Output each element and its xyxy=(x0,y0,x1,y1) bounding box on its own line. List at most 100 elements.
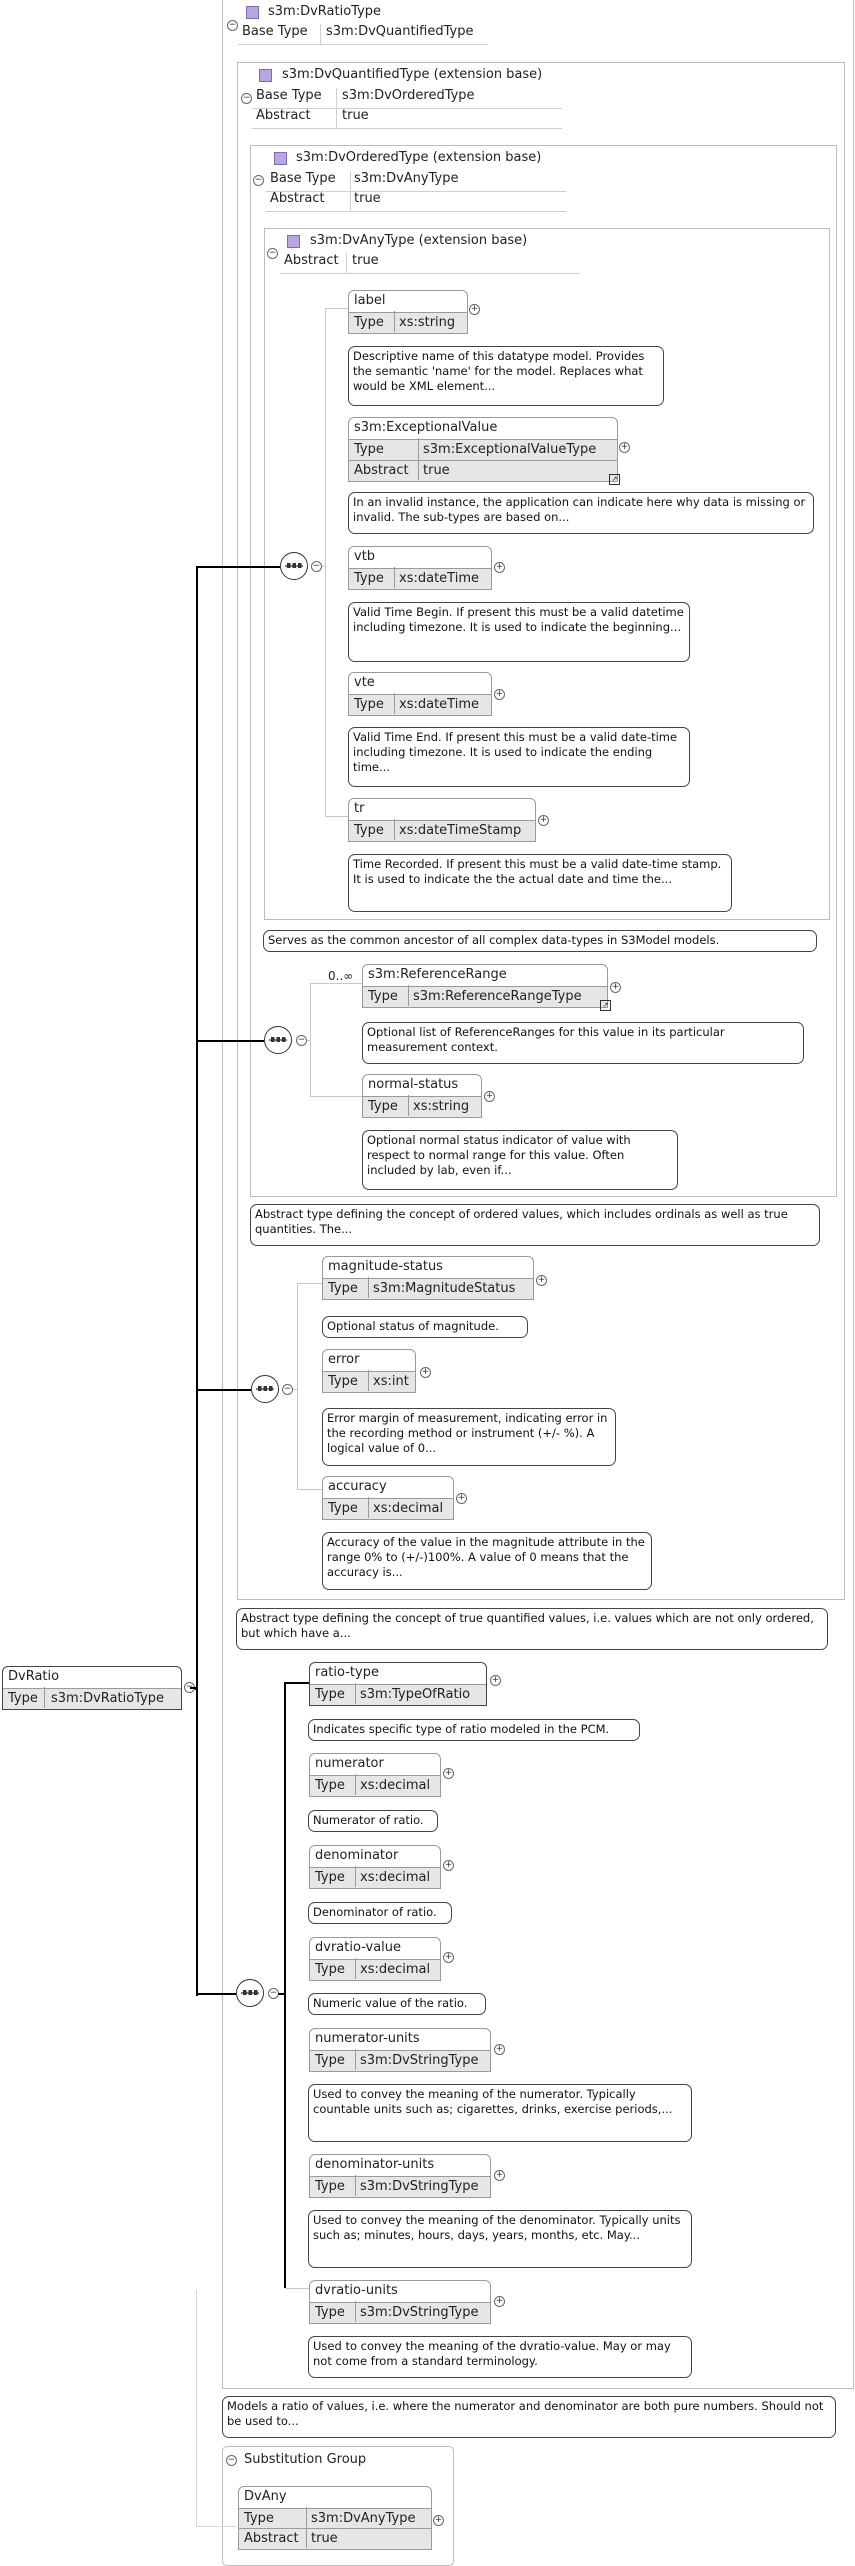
element-name: denominator xyxy=(315,1848,399,1863)
attr-key: Abstract xyxy=(284,253,339,268)
element-doc: Time Recorded. If present this must be a… xyxy=(348,854,732,912)
expand-toggle[interactable]: + xyxy=(494,562,505,573)
collapse-toggle[interactable]: − xyxy=(227,20,238,31)
expand-toggle[interactable]: + xyxy=(433,2515,444,2526)
element-doc: Indicates specific type of ratio modeled… xyxy=(308,1719,640,1741)
expand-toggle[interactable]: + xyxy=(420,1367,431,1378)
element-doc: Accuracy of the value in the magnitude a… xyxy=(322,1532,652,1590)
attr-key: Abstract xyxy=(270,191,325,206)
expand-toggle[interactable]: + xyxy=(484,1091,495,1102)
complex-type-icon xyxy=(274,152,287,165)
attr-value: xs:decimal xyxy=(373,1501,444,1516)
expand-toggle[interactable]: + xyxy=(536,1275,547,1286)
any-type-title: s3m:DvAnyType (extension base) xyxy=(310,233,528,248)
attr-value: s3m:DvAnyType xyxy=(354,171,459,186)
expand-toggle[interactable]: + xyxy=(610,982,621,993)
collapse-toggle[interactable]: − xyxy=(226,2455,237,2466)
attr-value: s3m:DvRatioType xyxy=(51,1691,165,1706)
ratio-type-doc: Models a ratio of values, i.e. where the… xyxy=(222,2396,836,2438)
attr-value: s3m:TypeOfRatio xyxy=(360,1687,471,1702)
attr-value: s3m:DvStringType xyxy=(360,2053,479,2068)
attr-key: Type xyxy=(315,1687,345,1702)
collapse-toggle[interactable]: − xyxy=(241,93,252,104)
ordered-type-doc: Abstract type defining the concept of or… xyxy=(250,1204,820,1246)
expand-toggle[interactable]: + xyxy=(443,1952,454,1963)
base-type-attr: Base Type s3m:DvQuantifiedType xyxy=(238,24,488,44)
base-type-attr: Base Type s3m:DvOrderedType xyxy=(252,88,562,108)
collapse-toggle[interactable]: − xyxy=(267,248,278,259)
external-link-icon[interactable]: ↗ xyxy=(609,474,620,485)
element-doc: Error margin of measurement, indicating … xyxy=(322,1408,616,1466)
attr-value: s3m:DvStringType xyxy=(360,2305,479,2320)
ordered-type-title: s3m:DvOrderedType (extension base) xyxy=(296,150,542,165)
external-link-icon[interactable]: ↗ xyxy=(600,1000,611,1011)
attr-value: s3m:MagnitudeStatus xyxy=(373,1281,516,1296)
dvratio-type-title: s3m:DvRatioType xyxy=(268,4,382,19)
attr-key: Type xyxy=(368,1099,398,1114)
expand-toggle[interactable]: + xyxy=(456,1493,467,1504)
element-name: numerator xyxy=(315,1756,384,1771)
multiplicity-label: 0..∞ xyxy=(328,969,354,983)
expand-toggle[interactable]: + xyxy=(490,1675,501,1686)
expand-toggle[interactable]: + xyxy=(494,689,505,700)
element-name: ratio-type xyxy=(315,1665,379,1680)
element-dvratio-units[interactable]: dvratio-units Type s3m:DvStringType xyxy=(309,2280,491,2324)
expand-toggle[interactable]: + xyxy=(538,815,549,826)
abstract-attr: Abstract true xyxy=(280,253,580,273)
expand-toggle[interactable]: + xyxy=(469,304,480,315)
expand-toggle[interactable]: + xyxy=(494,2044,505,2055)
attr-key: Base Type xyxy=(242,24,308,39)
base-type-attr: Base Type s3m:DvAnyType xyxy=(266,171,566,191)
expand-toggle[interactable]: + xyxy=(494,2296,505,2307)
attr-value: true xyxy=(423,463,450,478)
attr-key: Type xyxy=(8,1691,38,1706)
attr-value: xs:dateTime xyxy=(399,697,479,712)
complex-type-icon xyxy=(287,235,300,248)
element-ratio-type[interactable]: ratio-type Type s3m:TypeOfRatio xyxy=(309,1662,487,1706)
expand-toggle[interactable]: + xyxy=(443,1768,454,1779)
collapse-toggle[interactable]: − xyxy=(296,1035,307,1046)
expand-toggle[interactable]: + xyxy=(494,2170,505,2181)
element-name: magnitude-status xyxy=(328,1259,443,1274)
sequence-compositor-icon xyxy=(280,552,308,580)
element-name: numerator-units xyxy=(315,2031,420,2046)
collapse-toggle[interactable]: − xyxy=(311,561,322,572)
collapse-toggle[interactable]: − xyxy=(253,175,264,186)
attr-key: Type xyxy=(315,2305,345,2320)
element-doc: Numeric value of the ratio. xyxy=(308,1993,486,2015)
attr-key: Type xyxy=(328,1501,358,1516)
element-name: dvratio-units xyxy=(315,2283,398,2298)
attr-value: true xyxy=(352,253,379,268)
element-name: denominator-units xyxy=(315,2157,435,2172)
attr-key: Type xyxy=(315,1870,345,1885)
expand-toggle[interactable]: + xyxy=(619,442,630,453)
collapse-toggle[interactable]: − xyxy=(282,1384,293,1395)
element-doc: Used to convey the meaning of the dvrati… xyxy=(308,2336,692,2378)
attr-value: s3m:ExceptionalValueType xyxy=(423,442,597,457)
attr-value: s3m:DvOrderedType xyxy=(342,88,475,103)
element-name: normal-status xyxy=(368,1077,459,1092)
element-doc: Optional list of ReferenceRanges for thi… xyxy=(362,1022,804,1064)
sequence-compositor-icon xyxy=(251,1375,279,1403)
expand-toggle[interactable]: + xyxy=(443,1860,454,1871)
element-name: dvratio-value xyxy=(315,1940,402,1955)
attr-key: Type xyxy=(354,442,384,457)
connector-root xyxy=(190,1687,198,1689)
